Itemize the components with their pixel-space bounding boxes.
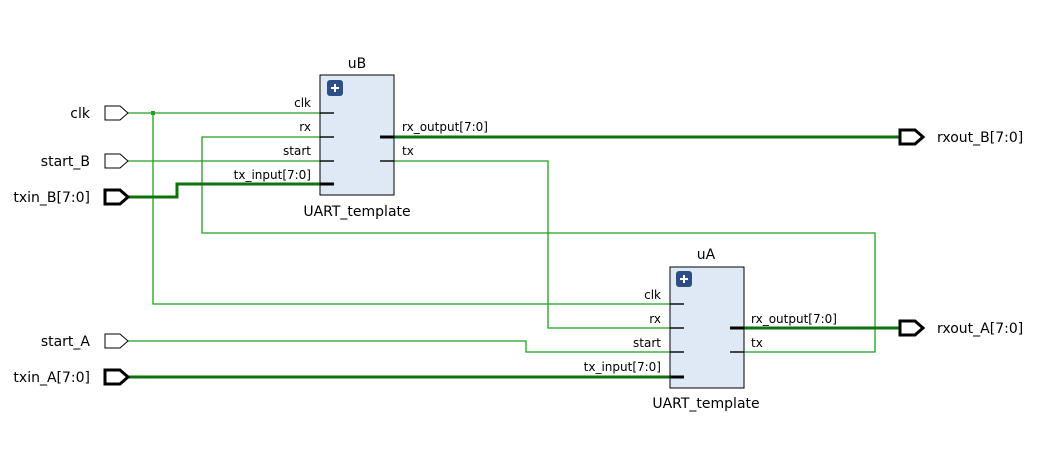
input-port-txin-a[interactable]: txin_A[7:0]: [13, 368, 131, 386]
pin-label-tx-input: tx_input[7:0]: [234, 168, 311, 182]
pin-label-tx: tx: [402, 144, 414, 158]
pin-label-start: start: [633, 336, 661, 350]
instance-label: uA: [697, 247, 716, 263]
plus-icon[interactable]: [676, 271, 692, 287]
pin-label-rx: rx: [299, 120, 311, 134]
net-ua-tx[interactable]: [201, 136, 876, 353]
block-ua[interactable]: uA UART_template clk rx start tx_input[7…: [584, 247, 837, 412]
net-junction: [151, 111, 155, 115]
port-label-start-b: start_B: [41, 154, 90, 170]
input-port-txin-b[interactable]: txin_B[7:0]: [13, 188, 131, 206]
cell-label: UART_template: [652, 396, 759, 412]
port-label-rxout-b: rxout_B[7:0]: [937, 130, 1023, 146]
block-ub[interactable]: uB UART_template clk rx start tx_input[7…: [234, 56, 488, 220]
pin-label-rx-output: rx_output[7:0]: [402, 120, 488, 134]
net-clk-branch[interactable]: [152, 113, 670, 305]
pin-label-start: start: [283, 144, 311, 158]
input-port-clk[interactable]: clk: [70, 105, 129, 122]
pin-label-tx-input: tx_input[7:0]: [584, 360, 661, 374]
output-port-rxout-b[interactable]: rxout_B[7:0]: [898, 128, 1023, 146]
port-label-clk: clk: [70, 106, 91, 122]
pin-label-clk: clk: [294, 96, 311, 110]
bus-txin-b[interactable]: [128, 182, 320, 199]
pin-label-rx: rx: [649, 312, 661, 326]
port-label-rxout-a: rxout_A[7:0]: [937, 321, 1023, 337]
input-port-start-a[interactable]: start_A: [41, 333, 129, 350]
input-port-start-b[interactable]: start_B: [41, 153, 129, 170]
port-label-txin-b: txin_B[7:0]: [13, 190, 90, 206]
instance-label: uB: [348, 56, 366, 72]
pin-label-rx-output: rx_output[7:0]: [751, 312, 837, 326]
port-label-start-a: start_A: [41, 334, 91, 350]
output-port-rxout-a[interactable]: rxout_A[7:0]: [898, 319, 1023, 337]
port-label-txin-a: txin_A[7:0]: [13, 370, 90, 386]
net-start-b[interactable]: [128, 160, 670, 329]
net-start-a[interactable]: [128, 340, 670, 353]
plus-icon[interactable]: [327, 80, 343, 96]
pin-label-tx: tx: [751, 336, 763, 350]
cell-label: UART_template: [303, 204, 410, 220]
pin-label-clk: clk: [644, 288, 661, 302]
